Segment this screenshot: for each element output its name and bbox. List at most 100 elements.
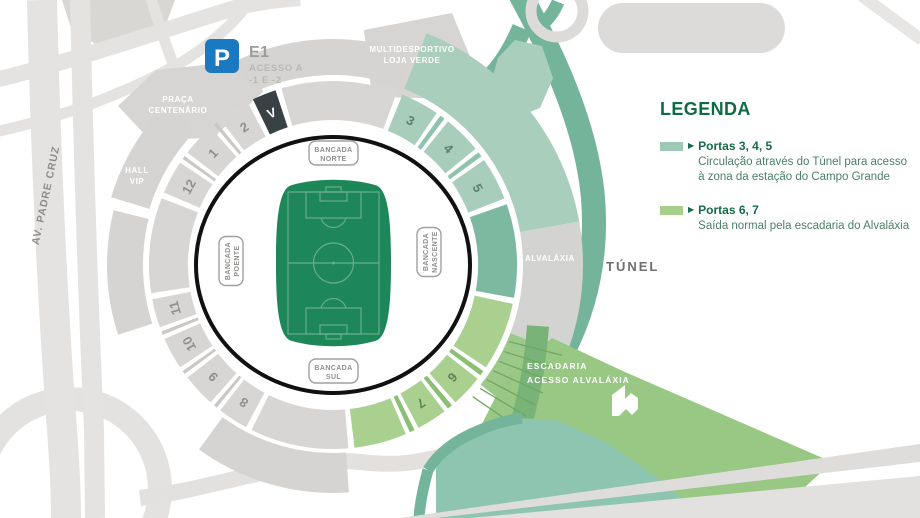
pitch-center-spot bbox=[332, 261, 335, 265]
parking-access: ACESSO A bbox=[249, 63, 303, 74]
alvalaxia-arc bbox=[510, 221, 583, 355]
legend-marker-icon: ▶ bbox=[688, 141, 695, 150]
parking-icon bbox=[205, 39, 239, 73]
legend-text: Portas 6, 7 Saída normal pela escadaria … bbox=[698, 203, 909, 234]
stair-line bbox=[504, 350, 557, 369]
stand-name: BANCADA bbox=[225, 242, 232, 280]
legend-item-portas-67: ▶ Portas 6, 7 Saída normal pela escadari… bbox=[660, 203, 912, 234]
gate-number-12: 12 bbox=[179, 177, 199, 197]
ring-section bbox=[214, 375, 242, 408]
ring-section bbox=[449, 348, 484, 376]
ring-section bbox=[161, 317, 199, 335]
legend-item-portas-345: ▶ Portas 3, 4, 5 Circulação através do T… bbox=[660, 139, 912, 184]
gate-section-3 bbox=[387, 94, 437, 146]
gate-section-5 bbox=[452, 160, 505, 213]
ring-section bbox=[214, 122, 242, 155]
stair-line bbox=[493, 370, 544, 394]
pill bbox=[218, 235, 244, 287]
hall-vip-label: VIP bbox=[130, 177, 145, 186]
stand-name: BANCADA bbox=[314, 365, 352, 372]
gate-number-11: 11 bbox=[166, 299, 184, 316]
escadaria-label: ACESSO ALVALÁXIA bbox=[527, 375, 630, 385]
gate-section-4 bbox=[423, 121, 476, 174]
pitch-center-circle bbox=[312, 242, 355, 284]
road-top-right bbox=[858, 0, 920, 45]
metro-logo-icon bbox=[612, 385, 638, 416]
ring-section bbox=[417, 115, 445, 150]
road-av-padre-cruz-2 bbox=[70, 0, 105, 518]
goal-south bbox=[325, 333, 342, 340]
ring-section bbox=[182, 156, 217, 182]
legend-item-title: Portas 3, 4, 5 bbox=[698, 139, 773, 153]
outer-arc-left bbox=[107, 210, 153, 335]
legend-item-desc: Saída normal pela escadaria do Alvaláxia bbox=[698, 220, 910, 233]
zone-portas-345-north bbox=[486, 40, 553, 122]
ring-section bbox=[393, 395, 415, 433]
escadaria-label: ESCADARIA bbox=[527, 361, 587, 371]
legend-title: LEGENDA bbox=[660, 99, 751, 119]
gate-section-10 bbox=[164, 323, 213, 368]
zone-portas-345 bbox=[404, 33, 580, 233]
goal-north bbox=[325, 186, 342, 193]
road-band-bottom-2 bbox=[470, 476, 920, 518]
parking-name: E1 bbox=[249, 44, 270, 61]
ring-section bbox=[182, 348, 217, 374]
gate-section-1 bbox=[187, 127, 237, 177]
ring-section bbox=[423, 375, 452, 409]
outer-arc-top bbox=[237, 39, 414, 93]
stair-line bbox=[508, 340, 563, 356]
building-top-right bbox=[598, 3, 785, 53]
ring-section bbox=[469, 204, 517, 298]
gate-section-12 bbox=[163, 162, 213, 208]
legend: LEGENDA ▶ Portas 3, 4, 5 Circulação atra… bbox=[660, 99, 912, 253]
stand-label-sul: BANCADA SUL bbox=[308, 358, 359, 384]
gate-section-8 bbox=[220, 379, 265, 428]
outer-arc-bottom bbox=[199, 417, 349, 493]
ring-section bbox=[447, 152, 482, 180]
praca-centenario-label: PRAÇA bbox=[162, 95, 193, 104]
gate-section-11 bbox=[152, 291, 197, 328]
gate-number-10: 10 bbox=[179, 334, 199, 354]
gate-section-7 bbox=[400, 380, 445, 428]
stand-name: SUL bbox=[326, 374, 342, 381]
pill bbox=[308, 140, 359, 166]
stand-label-norte: BANCADA NORTE bbox=[308, 140, 359, 166]
pitch bbox=[276, 179, 391, 347]
stand-label-nascente: BANCADA NASCENTE bbox=[416, 226, 442, 278]
stair-line bbox=[498, 360, 551, 382]
legend-swatch-portas-345 bbox=[660, 142, 683, 151]
legend-item-title: Portas 6, 7 bbox=[698, 203, 759, 218]
stair-line bbox=[486, 379, 536, 406]
hall-vip-arc bbox=[111, 103, 195, 209]
ring-section bbox=[349, 398, 406, 448]
ring-section bbox=[149, 198, 198, 294]
legend-swatch-portas-67 bbox=[660, 206, 683, 216]
gate-section-V bbox=[252, 90, 288, 135]
pill bbox=[416, 226, 442, 278]
penalty-arc-south bbox=[320, 297, 347, 309]
legend-item-desc: à zona da estação do Campo Grande bbox=[698, 170, 890, 183]
gate-section-6 bbox=[429, 354, 478, 403]
plaza-border-left bbox=[413, 468, 434, 518]
multidesportivo-label: LOJA VERDE bbox=[384, 56, 441, 65]
stand-name: NASCENTE bbox=[432, 231, 439, 273]
plaza-border-top bbox=[423, 412, 523, 474]
hall-vip-label: HALL bbox=[125, 166, 149, 175]
penalty-arc-north bbox=[320, 217, 347, 229]
legend-marker-icon: ▶ bbox=[688, 205, 695, 215]
road-band-bottom-1 bbox=[400, 444, 920, 518]
alvalaxia-label: ALVALÁXIA bbox=[525, 254, 575, 263]
ring-section bbox=[251, 395, 349, 450]
roundabout-top bbox=[525, 0, 589, 43]
stand-name: BANCADA bbox=[423, 233, 430, 271]
parking-levels: -1 E -2 bbox=[249, 75, 282, 86]
stand-label-poente: BANCADA POENTE bbox=[218, 235, 244, 287]
gate-section-9 bbox=[187, 353, 237, 403]
multidesportivo-label: MULTIDESPORTIVO bbox=[369, 45, 454, 54]
ring-section bbox=[453, 295, 513, 368]
pill bbox=[308, 358, 359, 384]
stand-name: POENTE bbox=[234, 245, 241, 276]
